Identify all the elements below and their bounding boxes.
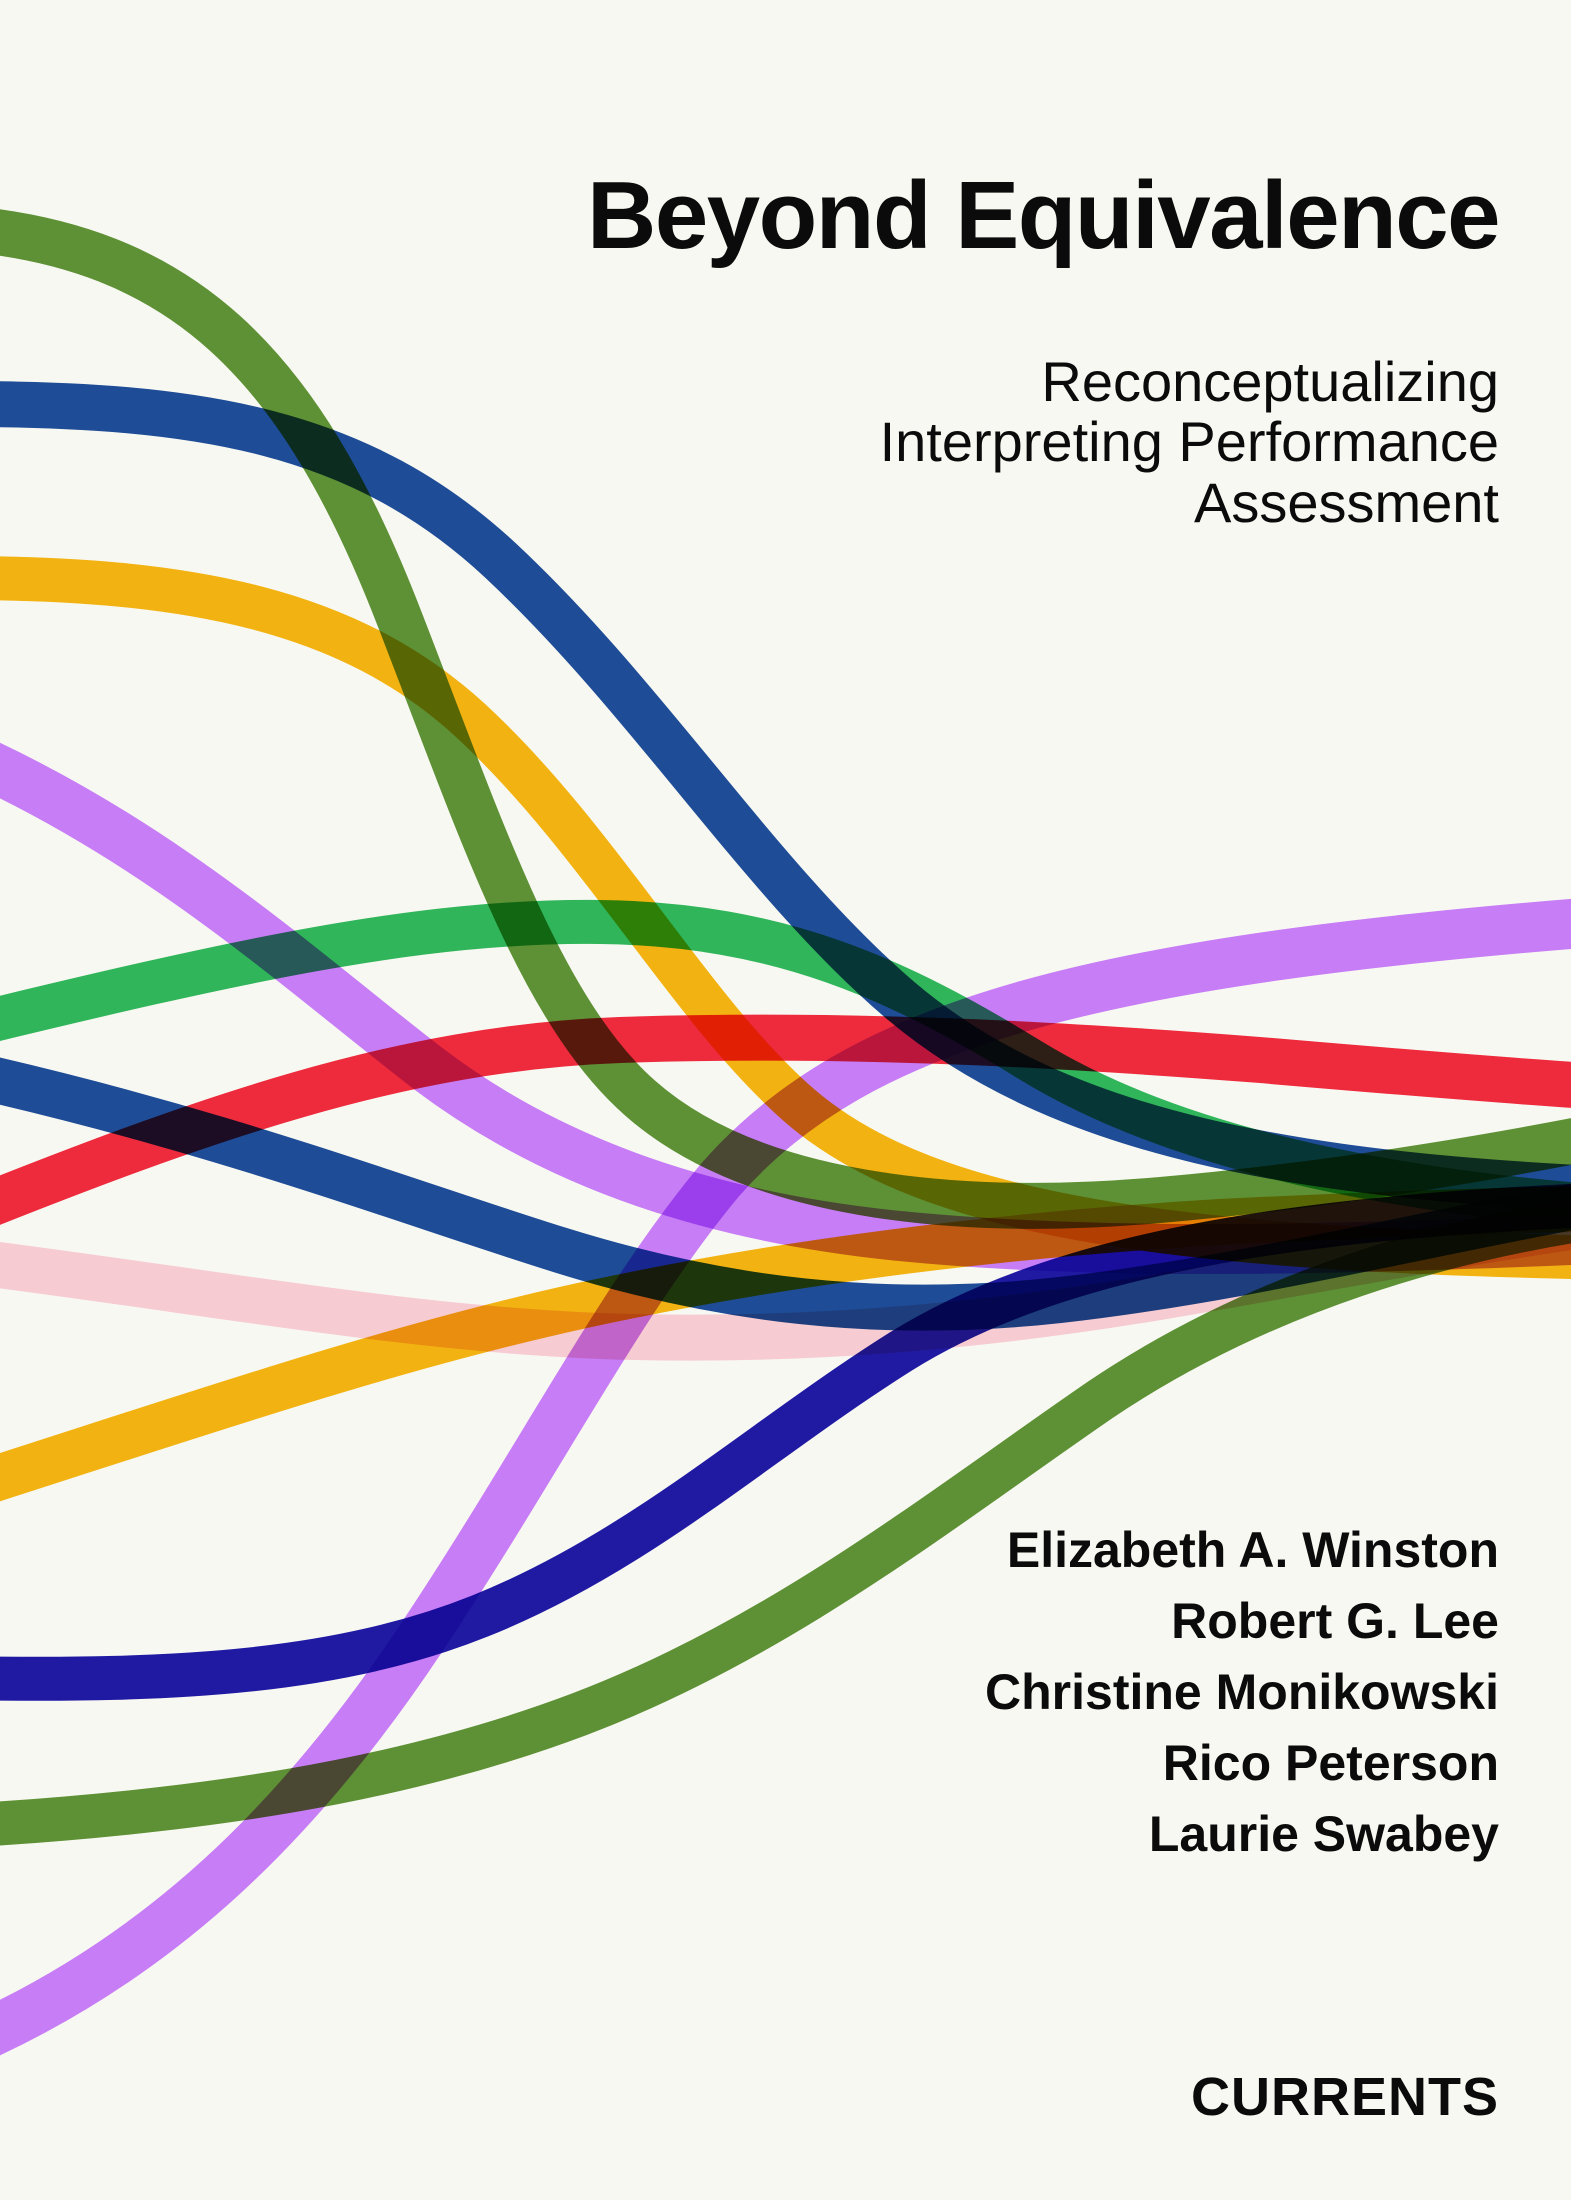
author-name: Rico Peterson [1162,1735,1499,1791]
orchid-lower-stream [0,898,1571,2056]
subtitle-line-2: Interpreting Performance [879,410,1499,474]
author-name: Christine Monikowski [985,1664,1499,1720]
publisher-imprint: CURRENTS [1190,2067,1499,2127]
page-title: Beyond Equivalence [587,162,1500,269]
author-name: Robert G. Lee [1171,1593,1499,1649]
emerald-stream [0,899,1571,1227]
author-name: Elizabeth A. Winston [1006,1522,1499,1578]
subtitle-block: Reconceptualizing Interpreting Performan… [0,350,1499,534]
subtitle-line-1: Reconceptualizing [1041,350,1499,413]
subtitle-line-3: Assessment [1194,470,1499,534]
olive-green-stream [0,209,1571,1229]
title-block: Beyond Equivalence [0,162,1500,269]
author-name: Laurie Swabey [1148,1806,1499,1862]
authors-block: Elizabeth A. Winston Robert G. Lee Chris… [0,1515,1499,1870]
imprint-block: CURRENTS [0,2066,1499,2128]
navy-stream [0,1184,1571,1701]
